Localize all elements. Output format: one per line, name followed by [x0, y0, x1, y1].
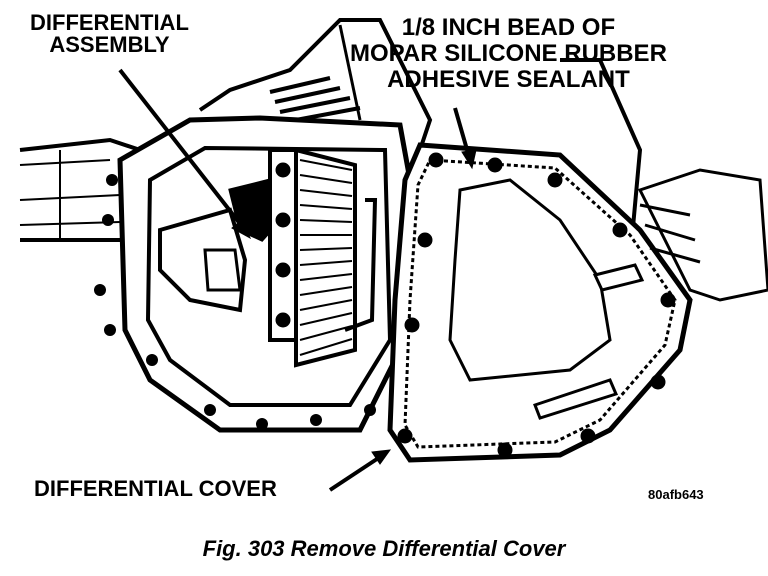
sealant-bead-label-line3: ADHESIVE SEALANT: [387, 66, 630, 93]
sealant-bead-label-line2: MOPAR SILICONE RUBBER: [350, 40, 667, 67]
differential-assembly-label-line1: DIFFERENTIAL: [30, 10, 189, 35]
differential-assembly-label-line2: ASSEMBLY: [49, 32, 170, 57]
housing-body: [198, 18, 643, 261]
differential-carrier: [158, 147, 378, 368]
housing-flange: [94, 115, 413, 433]
sealant-bead-label-line1: 1/8 INCH BEAD OF: [401, 14, 616, 41]
differential-assembly-label: DIFFERENTIAL ASSEMBLY: [30, 12, 189, 56]
differential-cover-label: DIFFERENTIAL COVER: [34, 476, 277, 501]
differential-cover-drawing: [387, 142, 693, 463]
hand-drawing: [637, 168, 768, 302]
figure-caption: Fig. 303 Remove Differential Cover: [202, 536, 566, 561]
leader-arrows: [118, 68, 477, 492]
figure-code: 80afb643: [648, 487, 704, 502]
sealant-bead-label: 1/8 INCH BEAD OF MOPAR SILICONE RUBBER A…: [350, 16, 667, 94]
